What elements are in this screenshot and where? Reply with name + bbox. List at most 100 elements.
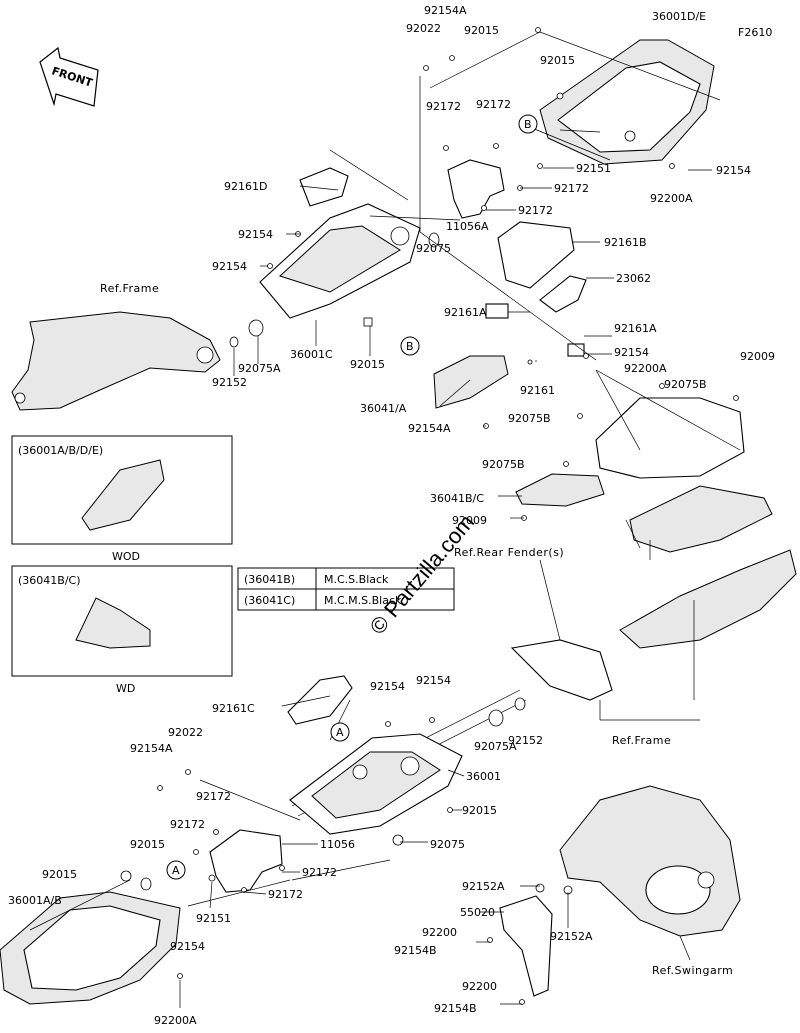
label-92172: 92172 xyxy=(302,866,337,879)
pad-92161c-shape xyxy=(287,675,353,725)
collar-92015-shape xyxy=(363,317,373,327)
callout-b-mid: B xyxy=(400,336,420,356)
leader-lines xyxy=(179,167,712,1008)
svg-text:A: A xyxy=(172,864,180,877)
label-92075b: 92075B xyxy=(482,458,525,471)
swingarm-reference-shape xyxy=(559,785,741,937)
label-92154: 92154 xyxy=(716,164,751,177)
color-table-color: M.C.M.S.Black xyxy=(324,594,402,607)
ref-rear-fender: Ref.Rear Fender(s) xyxy=(454,546,564,559)
bracket-55020-shape xyxy=(499,895,553,997)
label-92009: 92009 xyxy=(452,514,487,527)
cover-36041bc-shape xyxy=(515,473,605,507)
label-92015: 92015 xyxy=(464,24,499,37)
label-92075b: 92075B xyxy=(664,378,707,391)
label-23062: 23062 xyxy=(616,272,651,285)
label-92172: 92172 xyxy=(170,818,205,831)
ref-frame-mid: Ref.Frame xyxy=(612,734,671,747)
bracket-11056a-shape xyxy=(447,159,505,219)
label-92154: 92154 xyxy=(370,680,405,693)
label-92172: 92172 xyxy=(554,182,589,195)
assembly-guide-lines xyxy=(29,31,741,931)
label-92015: 92015 xyxy=(350,358,385,371)
variant-box-wod: (36001A/B/D/E) WOD xyxy=(11,435,233,563)
grommet-92075-lower-shape xyxy=(392,834,404,846)
label-92015: 92015 xyxy=(42,868,77,881)
callout-a-top: B xyxy=(518,114,538,134)
cover-36001ab-shape xyxy=(0,891,181,1005)
label-92172: 92172 xyxy=(426,100,461,113)
frame-reference-shape xyxy=(11,311,221,411)
bracket-11056-shape xyxy=(209,829,283,893)
ref-swingarm: Ref.Swingarm xyxy=(652,964,733,977)
seat-cowl-36001-shape xyxy=(289,733,463,835)
label-92200a: 92200A xyxy=(624,362,667,375)
pad-92161b-shape xyxy=(497,221,575,289)
label-55020: 55020 xyxy=(460,906,495,919)
label-36001: 36001 xyxy=(466,770,501,783)
color-table-code: (36041B) xyxy=(244,573,295,586)
label-92022: 92022 xyxy=(168,726,203,739)
label-92151: 92151 xyxy=(196,912,231,925)
svg-text:B: B xyxy=(406,340,414,353)
collar-92152-lower-shape xyxy=(514,697,526,711)
figure-code: F2610 xyxy=(738,26,772,39)
label-92075a: 92075A xyxy=(238,362,281,375)
label-92172: 92172 xyxy=(518,204,553,217)
label-92075b: 92075B xyxy=(508,412,551,425)
svg-text:WD: WD xyxy=(116,682,135,695)
label-92154a: 92154A xyxy=(424,4,467,17)
label-92151: 92151 xyxy=(576,162,611,175)
collar-92152-shape xyxy=(229,336,239,348)
label-92172: 92172 xyxy=(196,790,231,803)
color-table-code: (36041C) xyxy=(244,594,295,607)
label-92161a: 92161A xyxy=(444,306,487,319)
label-92172: 92172 xyxy=(268,888,303,901)
label-92015: 92015 xyxy=(130,838,165,851)
color-table-color: M.C.S.Black xyxy=(324,573,389,586)
label-36001c: 36001C xyxy=(290,348,333,361)
label-92022: 92022 xyxy=(406,22,441,35)
color-table: (36041B) M.C.S.Black (36041C) M.C.M.S.Bl… xyxy=(237,567,455,611)
label-92161b: 92161B xyxy=(604,236,647,249)
label-92075: 92075 xyxy=(416,242,451,255)
part-labels: 92154A 92022 92015 36001D/E 92015 92172 … xyxy=(8,4,775,1027)
label-92015: 92015 xyxy=(462,804,497,817)
svg-text:WOD: WOD xyxy=(112,550,140,563)
label-92154a: 92154A xyxy=(408,422,451,435)
label-92075: 92075 xyxy=(430,838,465,851)
front-arrow-icon: FRONT xyxy=(39,46,99,107)
pad-92161d-shape xyxy=(299,167,349,207)
label-92152: 92152 xyxy=(508,734,543,747)
callout-a-mid: A xyxy=(330,722,350,742)
label-36001de: 36001D/E xyxy=(652,10,706,23)
label-92172: 92172 xyxy=(476,98,511,111)
label-92200a: 92200A xyxy=(650,192,693,205)
label-92152: 92152 xyxy=(212,376,247,389)
label-11056: 11056 xyxy=(320,838,355,851)
label-92154b: 92154B xyxy=(434,1002,477,1015)
label-92154: 92154 xyxy=(238,228,273,241)
label-92161: 92161 xyxy=(520,384,555,397)
label-92154: 92154 xyxy=(212,260,247,273)
label-92200a: 92200A xyxy=(154,1014,197,1027)
label-92009: 92009 xyxy=(740,350,775,363)
pad-92161a-right-shape xyxy=(567,343,585,357)
label-92154b: 92154B xyxy=(394,944,437,957)
ref-frame-top: Ref.Frame xyxy=(100,282,159,295)
label-36041bc: 36041B/C xyxy=(430,492,484,505)
label-11056a: 11056A xyxy=(446,220,489,233)
label-92161a: 92161A xyxy=(614,322,657,335)
label-36041a: 36041/A xyxy=(360,402,407,415)
grommet-92075-shape xyxy=(428,232,440,248)
svg-text:A: A xyxy=(336,726,344,739)
label-92200: 92200 xyxy=(462,980,497,993)
label-92152a: 92152A xyxy=(462,880,505,893)
label-92154: 92154 xyxy=(614,346,649,359)
label-92161d: 92161D xyxy=(224,180,267,193)
seat-cowl-36001c-shape xyxy=(259,203,421,319)
label-36001ab: 36001A/B xyxy=(8,894,62,907)
rear-fender-reference-shape xyxy=(595,397,773,553)
variant-box-wd: (36041B/C) WD xyxy=(11,565,233,695)
